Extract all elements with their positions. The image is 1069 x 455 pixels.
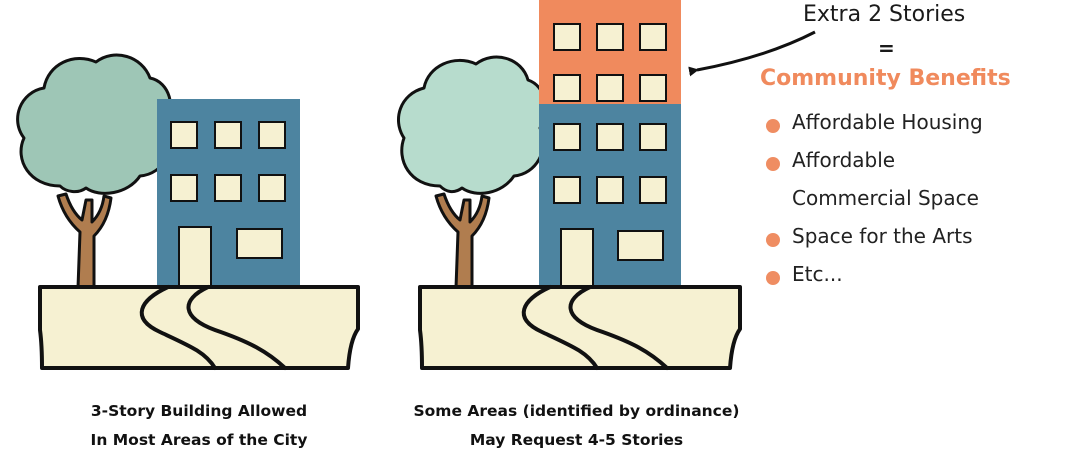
right-caption-line1: Some Areas (identified by ordinance) — [413, 402, 740, 420]
left-caption: 3-Story Building Allowed In Most Areas o… — [40, 397, 358, 455]
left-scene — [16, 53, 360, 370]
bullet-dot-icon — [766, 119, 780, 133]
equals-sign: = — [878, 36, 895, 60]
left-tree — [16, 53, 173, 290]
right-caption: Some Areas (identified by ordinance) May… — [383, 397, 770, 455]
benefit-item: Etc... — [766, 255, 983, 293]
bullet-dot-icon — [766, 271, 780, 285]
extra-floors — [539, 0, 681, 104]
right-scene — [397, 0, 742, 370]
left-ground — [38, 285, 360, 370]
right-ground — [418, 285, 742, 370]
bullet-dot-icon — [766, 157, 780, 171]
right-building — [539, 104, 681, 290]
benefit-label: Space for the Arts — [792, 224, 973, 248]
bullet-dot-icon — [766, 233, 780, 247]
left-building — [157, 99, 300, 290]
benefit-label: Etc... — [792, 262, 843, 286]
callout-arrow — [688, 30, 816, 77]
benefits-list: Affordable Housing Affordable Commercial… — [766, 103, 983, 293]
left-caption-line1: 3-Story Building Allowed — [90, 402, 308, 420]
benefit-item: Affordable Housing — [766, 103, 983, 141]
community-benefits-title: Community Benefits — [760, 66, 1011, 91]
benefit-item: Affordable Commercial Space — [766, 141, 983, 217]
right-tree — [397, 55, 547, 290]
benefit-label: Affordable Housing — [792, 110, 983, 134]
right-caption-line2: May Request 4-5 Stories — [469, 431, 684, 449]
extra-stories-label: Extra 2 Stories — [803, 2, 966, 27]
benefit-item: Space for the Arts — [766, 217, 983, 255]
benefit-label: Affordable Commercial Space — [792, 148, 979, 210]
left-caption-line2: In Most Areas of the City — [90, 431, 308, 449]
